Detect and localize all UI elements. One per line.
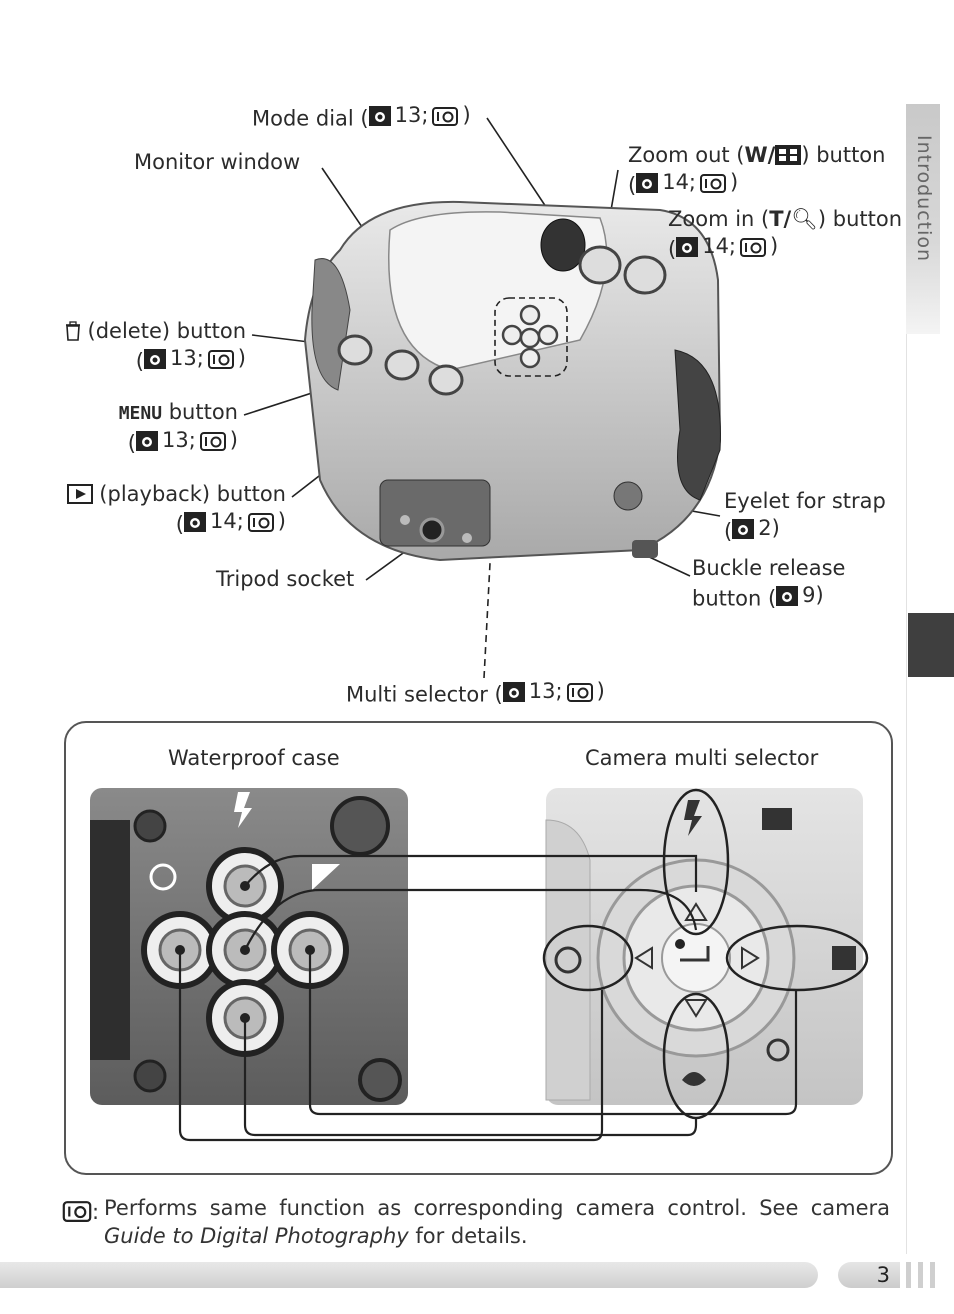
eye-reference-icon bbox=[676, 236, 699, 257]
zoom-out-label: Zoom out (W/) button (14;) bbox=[628, 143, 886, 198]
camera-multi-selector-title: Camera multi selector bbox=[585, 746, 819, 770]
delete-button-label: (delete) button (13;) bbox=[65, 318, 246, 376]
camera-reference-icon bbox=[700, 173, 726, 193]
camera-reference-icon bbox=[199, 431, 226, 451]
camera-reference-icon bbox=[247, 512, 274, 532]
eye-reference-icon bbox=[636, 172, 659, 193]
footer-bar bbox=[0, 1262, 818, 1288]
eye-reference-icon bbox=[184, 511, 206, 532]
menu-button-label: MENU button (13;) bbox=[118, 400, 238, 456]
camera-reference-icon bbox=[207, 349, 234, 369]
camera-reference-icon bbox=[740, 237, 766, 257]
footer-stripe bbox=[930, 1262, 935, 1288]
footnote: : Performs same function as correspondin… bbox=[62, 1194, 890, 1250]
multi-selector-label: Multi selector (13;) bbox=[346, 679, 605, 707]
tripod-socket-label: Tripod socket bbox=[216, 567, 355, 591]
section-tab bbox=[908, 613, 954, 677]
camera-selector-photo bbox=[542, 788, 869, 1120]
thumbnail-icon bbox=[775, 145, 802, 165]
camera-case-illustration bbox=[303, 200, 722, 562]
playback-icon bbox=[66, 484, 93, 504]
case-buttons-photo bbox=[90, 788, 408, 1105]
mode-dial-label: Mode dial (13;) bbox=[252, 103, 471, 131]
playback-button-label: (playback) button (14;) bbox=[66, 481, 286, 539]
eye-reference-icon bbox=[368, 105, 391, 126]
multi-selector-diagram bbox=[90, 788, 869, 1142]
footer-stripe bbox=[918, 1262, 923, 1288]
camera-reference-icon bbox=[62, 1201, 92, 1222]
buckle-release-label: Buckle release button (9) bbox=[692, 556, 846, 611]
camera-reference-icon bbox=[432, 106, 459, 126]
camera-reference-icon bbox=[566, 682, 593, 702]
footer-stripe bbox=[906, 1262, 911, 1288]
sidebar-strip bbox=[906, 104, 940, 334]
eye-reference-icon bbox=[776, 585, 799, 606]
page-number: 3 bbox=[838, 1262, 900, 1288]
magnifier-icon: 🔍︎ bbox=[791, 207, 818, 231]
eye-reference-icon bbox=[144, 348, 166, 369]
eye-reference-icon bbox=[732, 518, 755, 539]
monitor-window-label: Monitor window bbox=[134, 150, 301, 174]
zoom-in-label: Zoom in (T/🔍︎) button (14;) bbox=[668, 207, 903, 262]
eye-reference-icon bbox=[502, 681, 525, 702]
eye-reference-icon bbox=[136, 430, 158, 451]
trash-icon bbox=[65, 321, 80, 341]
waterproof-case-title: Waterproof case bbox=[168, 746, 340, 770]
section-label: Introduction bbox=[913, 135, 935, 263]
sidebar-rule bbox=[906, 334, 941, 1254]
eyelet-label: Eyelet for strap (2) bbox=[724, 489, 886, 544]
